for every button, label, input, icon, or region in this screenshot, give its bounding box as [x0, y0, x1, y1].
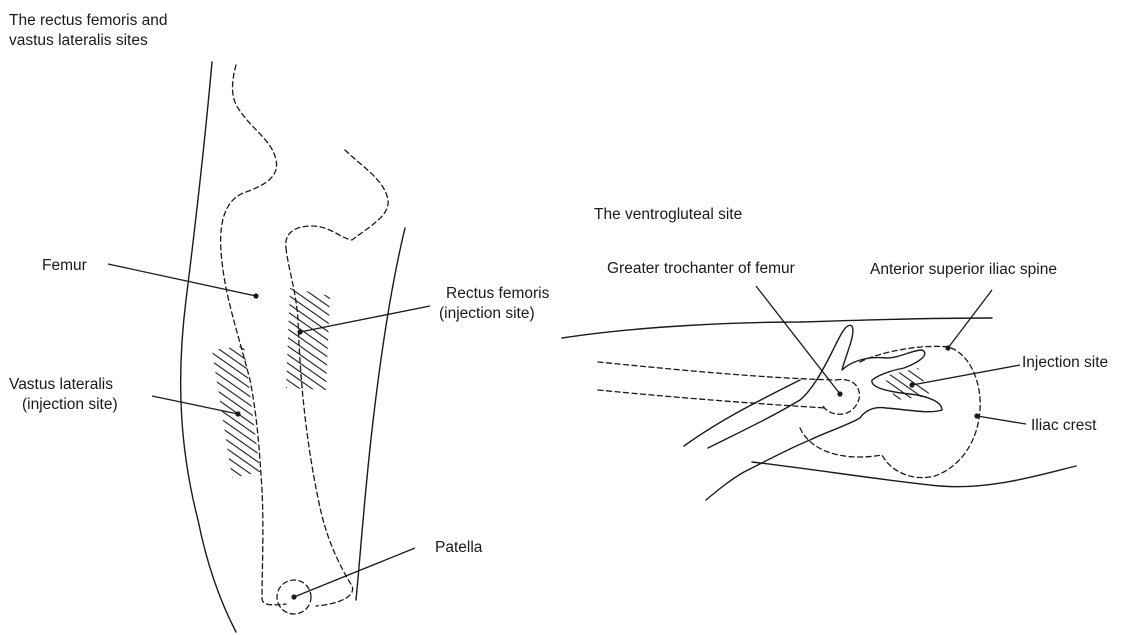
vastus-leader-dot [235, 411, 240, 416]
iliac-crest-leader-dot [974, 413, 979, 418]
patella-leader-dot [291, 594, 296, 599]
label-iliac-crest: Iliac crest [1031, 417, 1097, 434]
femur-leader-dot [253, 293, 258, 298]
asis-leader [948, 290, 992, 348]
label-vastus-line2: (injection site) [22, 396, 118, 413]
femur-upper-line [598, 362, 836, 380]
label-asis: Anterior superior iliac spine [870, 261, 1057, 278]
thigh-outline-left [181, 62, 236, 632]
label-rectus-line2: (injection site) [439, 305, 535, 322]
label-injection-site: Injection site [1022, 354, 1108, 371]
body-outline-bottom [752, 462, 1076, 487]
greater-trochanter-outline [822, 380, 859, 415]
patella-leader [294, 548, 415, 597]
thigh-outline-right [356, 228, 405, 600]
body-outline-top [562, 318, 992, 338]
label-greater-trochanter: Greater trochanter of femur [607, 260, 795, 277]
right-title: The ventrogluteal site [594, 206, 742, 223]
pelvis-lower-outline [800, 428, 882, 457]
rectus-leader-dot [297, 329, 302, 334]
label-patella: Patella [435, 539, 483, 556]
label-rectus-line1: Rectus femoris [446, 285, 550, 302]
arm-line-upper [684, 380, 800, 446]
hip-contour [286, 150, 388, 248]
vastus-lateralis-site [212, 346, 260, 478]
asis-leader-dot [945, 345, 950, 350]
thigh-illustration [108, 62, 430, 632]
label-femur: Femur [42, 257, 87, 274]
muscle-contour [221, 65, 286, 605]
iliac-crest-leader [977, 416, 1026, 424]
label-vastus-line1: Vastus lateralis [9, 376, 113, 393]
ventrogluteal-injection-site [884, 368, 930, 400]
trochanter-leader [756, 286, 840, 394]
left-title-line2: vastus lateralis sites [9, 32, 148, 49]
rectus-femoris-site [286, 288, 330, 390]
hand-outline [706, 325, 942, 500]
injection-site-leader [912, 365, 1020, 385]
injection-site-leader-dot [909, 382, 914, 387]
hip-illustration [562, 286, 1076, 500]
trochanter-leader-dot [837, 391, 842, 396]
left-title-line1: The rectus femoris and [9, 12, 168, 29]
femur-leader [108, 264, 256, 296]
